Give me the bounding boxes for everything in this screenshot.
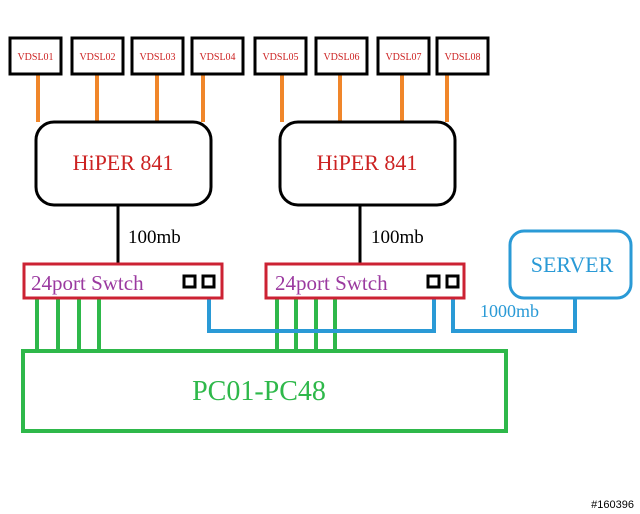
- switch-2-label: 24port Swtch: [275, 271, 388, 295]
- vdsl-box-8: [435, 36, 490, 76]
- pc-group-label: PC01-PC48: [192, 376, 326, 407]
- server-box: [508, 229, 633, 300]
- switch-1-label: 24port Swtch: [31, 271, 144, 295]
- vdsl-label-4: VDSL04: [199, 52, 235, 63]
- server-link-label: 1000mb: [480, 301, 539, 321]
- vdsl-box-7: [376, 36, 431, 76]
- vdsl-label-1: VDSL01: [17, 52, 53, 63]
- vdsl-label-8: VDSL08: [444, 52, 480, 63]
- switch-2-port-1: [426, 274, 441, 289]
- vdsl-links: [36, 74, 449, 122]
- router-1-uplink-label: 100mb: [128, 227, 181, 248]
- vdsl-label-7: VDSL07: [385, 52, 421, 63]
- vdsl-label-2: VDSL02: [79, 52, 115, 63]
- pc-links: [35, 298, 337, 351]
- vdsl-box-4: [190, 36, 245, 76]
- vdsl-box-6: [314, 36, 369, 76]
- router-2-label: HiPER 841: [317, 150, 418, 175]
- vdsl-label-5: VDSL05: [262, 52, 298, 63]
- server-label: SERVER: [531, 252, 614, 277]
- switch-1-port-2: [201, 274, 216, 289]
- vdsl-label-6: VDSL06: [323, 52, 359, 63]
- router-1: [34, 120, 213, 207]
- vdsl-label-3: VDSL03: [139, 52, 175, 63]
- router-2-uplink-label: 100mb: [371, 227, 424, 248]
- vdsl-box-5: [253, 36, 308, 76]
- watermark: #160396: [591, 499, 634, 511]
- server-link: [451, 285, 577, 333]
- switch-interconnect-link: [207, 285, 436, 333]
- router-1-label: HiPER 841: [73, 150, 174, 175]
- switch-1-port-1: [182, 274, 197, 289]
- vdsl-box-1: [8, 36, 63, 76]
- vdsl-row: VDSL01 VDSL02 VDSL03 VDSL04 VDSL05 VDSL0…: [8, 36, 490, 76]
- switch-2: [264, 262, 466, 300]
- vdsl-box-3: [130, 36, 185, 76]
- router-2: [278, 120, 457, 207]
- switch-2-port-2: [445, 274, 460, 289]
- pc-group-box: [21, 349, 508, 433]
- vdsl-box-2: [70, 36, 125, 76]
